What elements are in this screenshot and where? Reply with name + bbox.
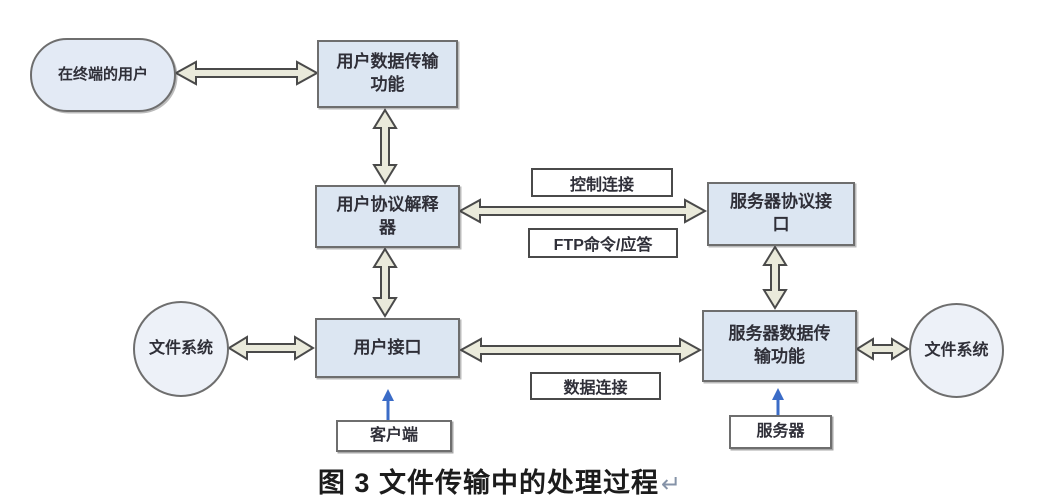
figure-caption-text: 图 3 文件传输中的处理过程 xyxy=(317,468,659,498)
return-mark: ↵ xyxy=(660,471,683,498)
node-server-pi-label: 服务器协议接 口 xyxy=(730,192,832,234)
label-data-connection: 数据连接 xyxy=(530,372,661,400)
node-client-label: 客户端 xyxy=(369,427,418,445)
node-server-label: 服务器 xyxy=(756,423,805,441)
node-terminal-user-label: 在终端的用户 xyxy=(57,65,148,83)
node-user-interface: 用户接口 xyxy=(315,318,460,378)
node-user-dtp: 用户数据传输 功能 xyxy=(317,40,458,108)
node-server-dtp-label: 服务器数据传 输功能 xyxy=(728,324,831,366)
arrow-user-dtp-to-user-pi xyxy=(372,108,398,185)
node-server-dtp: 服务器数据传 输功能 xyxy=(702,310,857,382)
arrow-server-dtp-to-file-system-right xyxy=(855,337,910,361)
node-file-system-left: 文件系统 xyxy=(133,301,229,397)
arrow-user-interface-to-server-dtp xyxy=(458,337,703,363)
arrow-user-pi-to-user-interface xyxy=(372,247,398,318)
label-ftp-commands: FTP命令/应答 xyxy=(528,228,678,258)
node-file-system-left-label: 文件系统 xyxy=(148,340,213,358)
arrow-file-system-left-to-user-interface xyxy=(227,335,315,361)
node-file-system-right: 文件系统 xyxy=(909,303,1004,398)
label-control-connection-text: 控制连接 xyxy=(569,176,634,194)
arrow-server-to-server-dtp-head xyxy=(772,388,784,400)
node-client: 客户端 xyxy=(336,420,452,452)
node-file-system-right-label: 文件系统 xyxy=(924,341,989,359)
figure-caption: 图 3 文件传输中的处理过程↵ xyxy=(0,461,1000,500)
arrow-server-pi-to-server-dtp xyxy=(762,245,788,310)
node-server-pi: 服务器协议接 口 xyxy=(707,182,855,246)
arrow-user-pi-to-server-pi xyxy=(457,198,708,224)
label-ftp-commands-text: FTP命令/应答 xyxy=(553,237,653,254)
node-user-dtp-label: 用户数据传输 功能 xyxy=(336,52,439,94)
node-terminal-user: 在终端的用户 xyxy=(30,38,176,112)
arrow-client-to-user-interface-head xyxy=(382,389,394,401)
node-user-pi: 用户协议解释 器 xyxy=(315,185,460,248)
arrow-terminal-user-to-user-dtp xyxy=(173,60,320,86)
node-server: 服务器 xyxy=(729,415,832,449)
label-data-connection-text: 数据连接 xyxy=(563,380,628,397)
node-user-interface-label: 用户接口 xyxy=(353,337,422,357)
node-user-pi-label: 用户协议解释 器 xyxy=(336,194,439,237)
label-control-connection: 控制连接 xyxy=(531,168,673,197)
